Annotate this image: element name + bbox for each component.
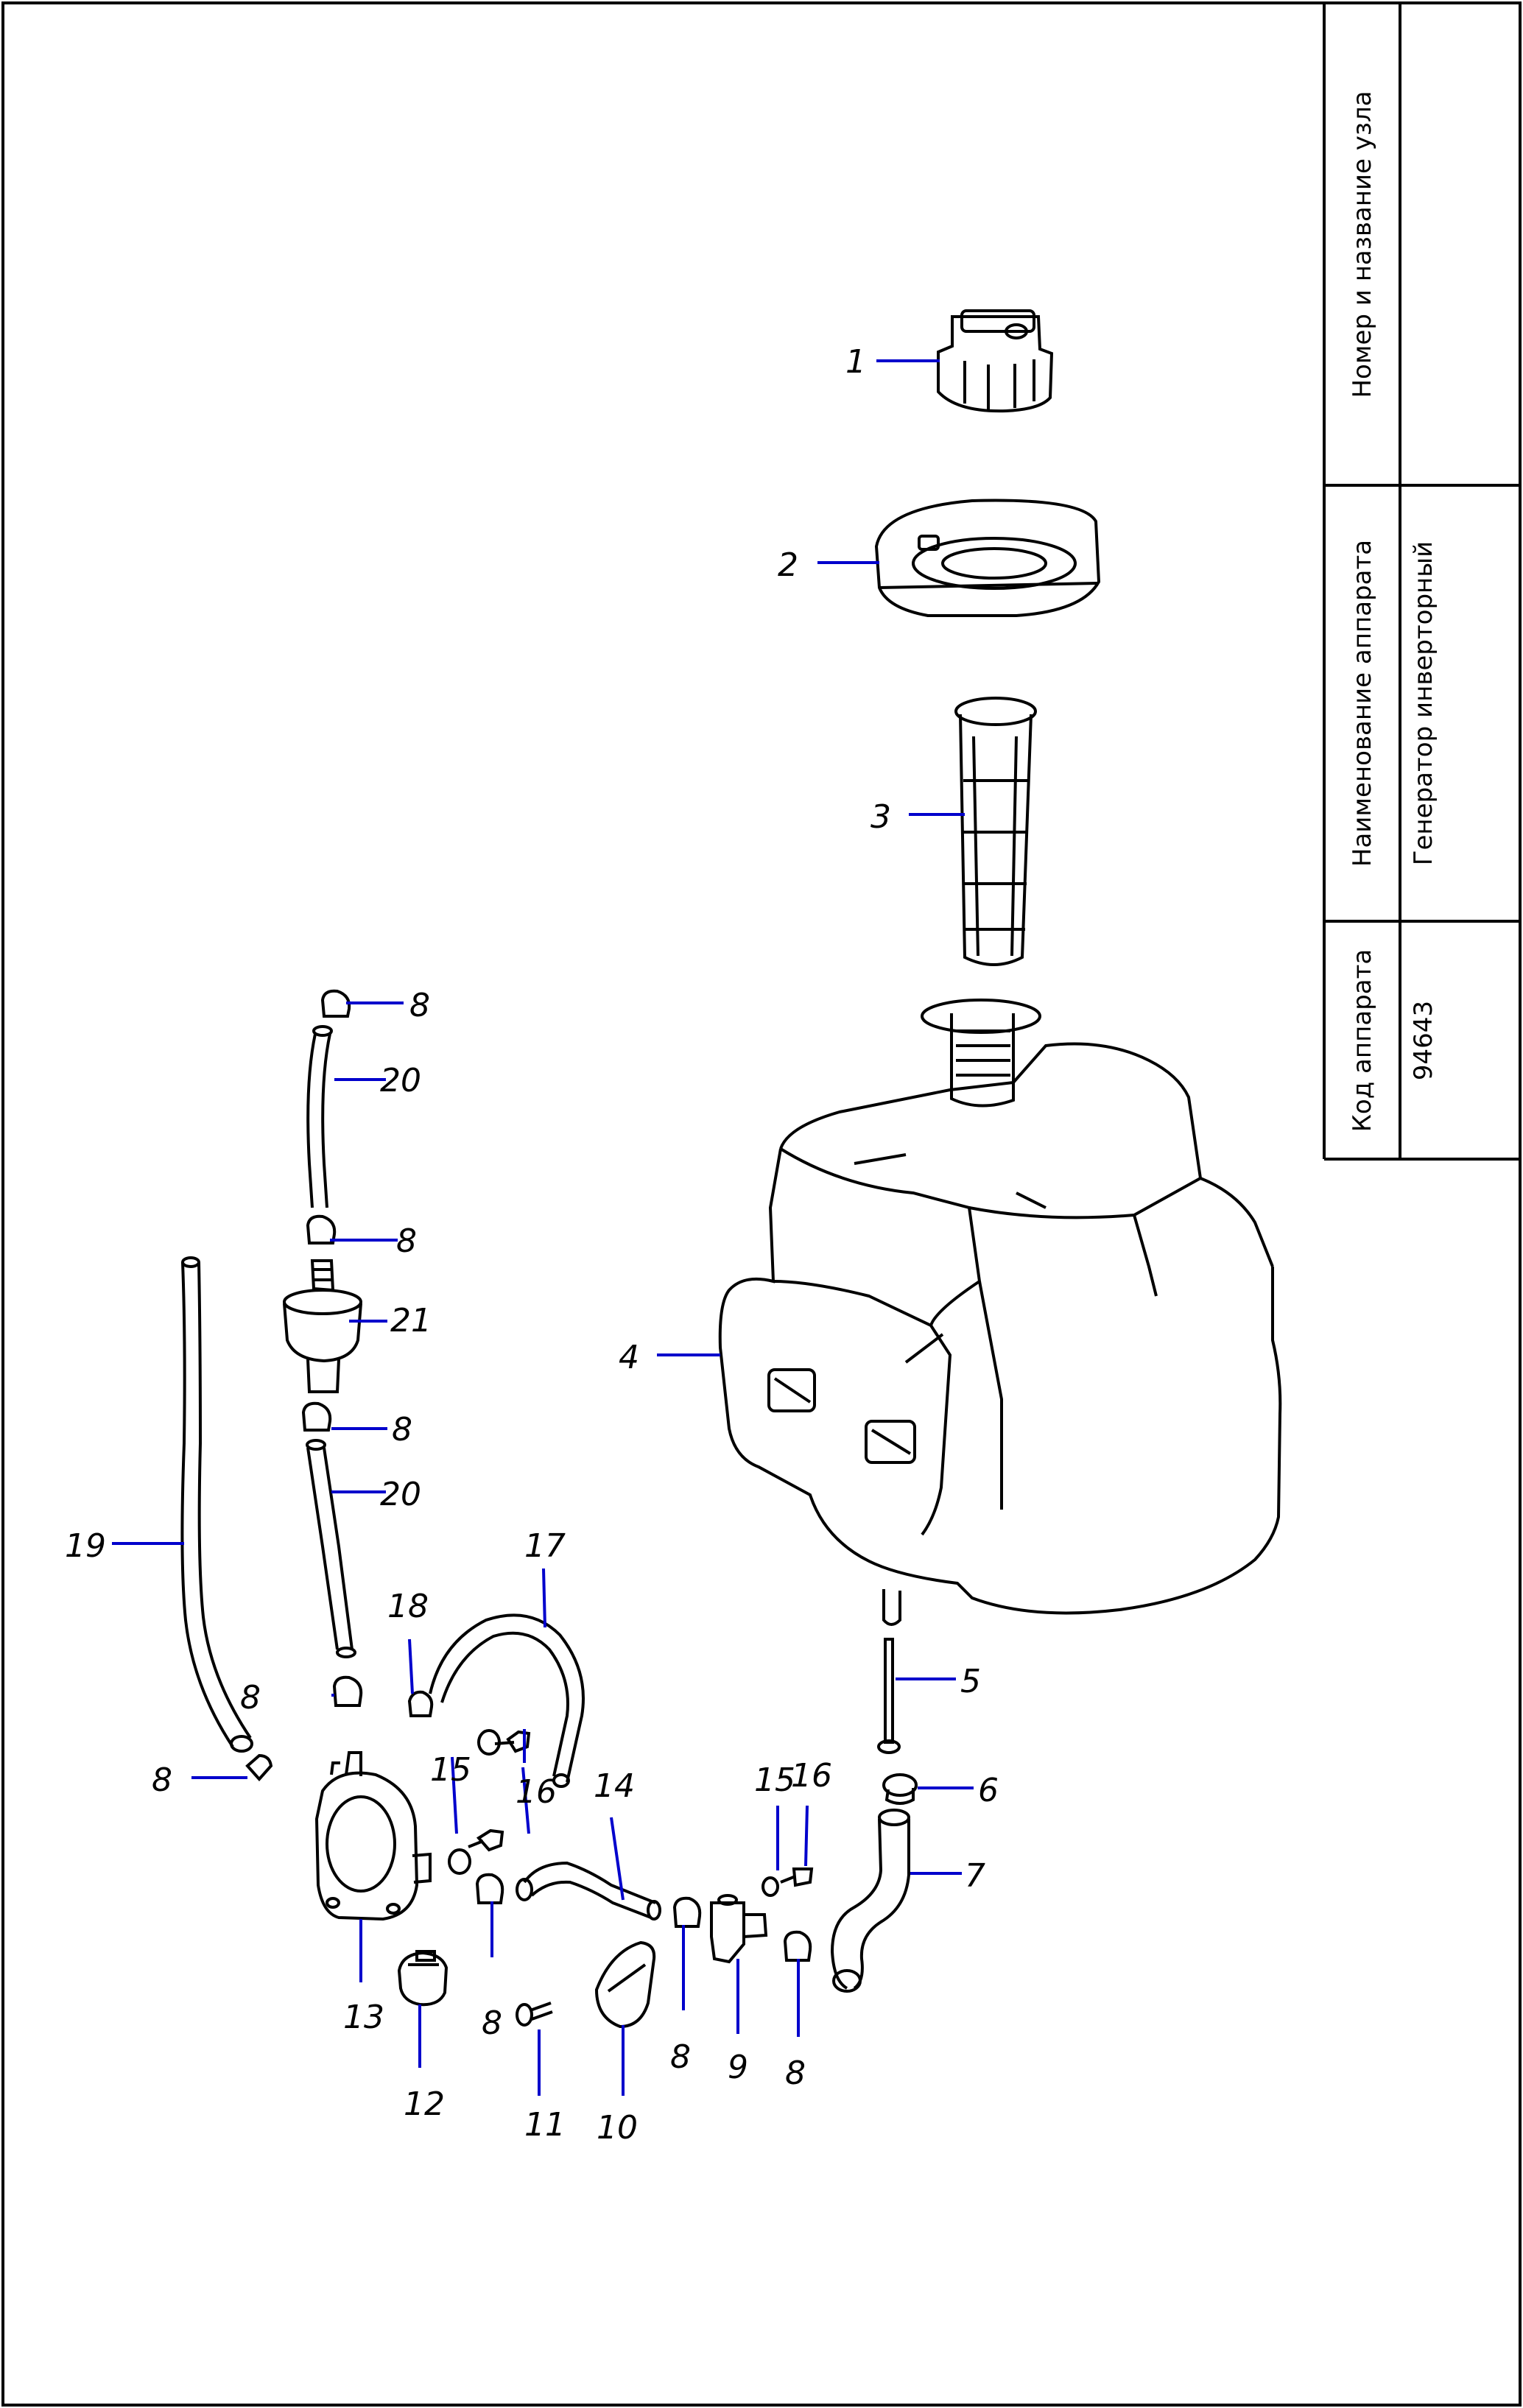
title-device-name-header-cell: Наименование аппарата [1326,487,1399,920]
part-11-screw [516,2002,553,2027]
title-node-value-cell [1401,4,1519,484]
device-name-value: Генератор инверторный [1409,541,1438,866]
callout-17: 17 [524,1527,566,1565]
part-19-long-hose [180,1256,253,1753]
callout-7: 7 [965,1857,985,1895]
callout-3: 3 [870,798,891,836]
callout-15-a: 15 [430,1751,471,1789]
device-name-header-label: Наименование аппарата [1347,539,1377,867]
callout-14: 14 [594,1767,635,1805]
callout-11: 11 [524,2106,566,2144]
part-20-hoses [306,1025,356,1658]
title-node-header-cell: Номер и название узла [1326,4,1399,484]
callout-18: 18 [387,1588,429,1625]
leader-lines [112,359,974,2096]
part-8-clamps [245,989,812,1962]
callout-10: 10 [597,2109,638,2147]
part-1-fuel-cap [937,309,1054,413]
callout-12: 12 [404,2085,445,2123]
callout-2: 2 [778,546,798,584]
callout-8-f: 8 [482,2004,502,2042]
callout-8-e: 8 [152,1761,172,1799]
callout-5: 5 [960,1663,981,1700]
part-7-hose [830,1809,910,1993]
callout-13: 13 [343,1999,384,2036]
callout-6: 6 [978,1772,999,1809]
callout-8-d: 8 [240,1679,261,1717]
part-15-16-washers-bolts [448,1729,814,1897]
callout-8-h: 8 [785,2055,806,2092]
callout-16-b: 16 [791,1757,832,1795]
part-17-hose [429,1613,585,1788]
part-12-plug [397,1950,449,2007]
device-code-value: 94643 [1409,1000,1438,1080]
callout-20-b: 20 [380,1476,421,1513]
callout-8-g: 8 [670,2038,691,2076]
callout-20-a: 20 [380,1062,421,1099]
callout-1: 1 [845,343,866,381]
callout-8-c: 8 [392,1411,412,1448]
part-6-clamp [882,1773,918,1805]
part-9-fuel-valve [710,1894,768,1964]
part-3-fuel-strainer [954,697,1037,966]
callout-15-b: 15 [754,1761,795,1799]
part-2-filler-cover [874,499,1101,617]
callout-numbers: 1 2 3 4 5 6 7 8 20 8 21 8 20 19 17 18 8 … [65,343,999,2147]
part-4-fuel-tank [718,999,1282,1626]
part-18-clamp [407,1690,434,1717]
title-device-name-value-cell: Генератор инверторный [1401,487,1446,920]
device-code-header-label: Код аппарата [1347,948,1377,1132]
part-21-fuel-filter [283,1259,362,1393]
title-device-code-header-cell: Код аппарата [1326,923,1399,1158]
callout-9: 9 [728,2049,748,2086]
part-5-screw [877,1638,901,1754]
callout-8-a: 8 [409,987,430,1024]
title-device-code-value-cell: 94643 [1401,923,1446,1158]
callout-19: 19 [65,1527,106,1565]
node-header-label: Номер и название узла [1347,90,1377,398]
part-13-fuel-pump [314,1751,432,1921]
part-10-valve-knob [594,1940,656,2029]
callout-21: 21 [390,1302,432,1339]
title-block-grid [1323,3,1520,1161]
callout-4: 4 [619,1339,639,1376]
callout-16-a: 16 [516,1773,557,1811]
callout-8-b: 8 [396,1222,417,1260]
part-14-hose [516,1861,661,1921]
